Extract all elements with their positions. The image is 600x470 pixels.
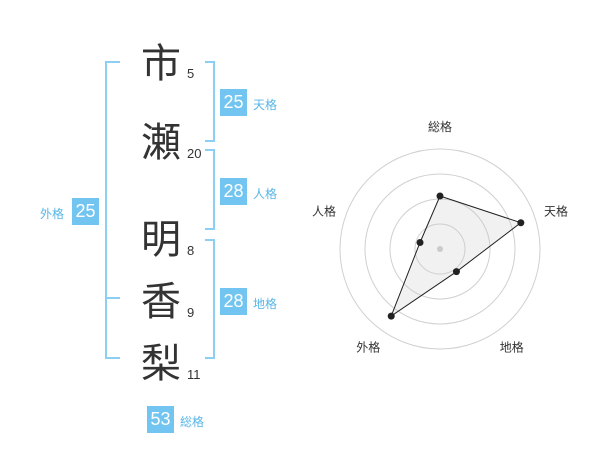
chikaku-value: 28 xyxy=(220,288,247,315)
radar-axis-label: 天格 xyxy=(544,203,568,218)
stroke-count: 9 xyxy=(187,305,195,320)
radar-axis-label: 地格 xyxy=(500,340,524,355)
name-char: 梨 xyxy=(141,341,181,387)
jinkaku-label: 人格 xyxy=(253,187,278,201)
jinkaku-bracket xyxy=(205,149,215,230)
radar-point xyxy=(387,312,395,320)
stroke-count: 5 xyxy=(187,66,195,81)
gaikaku-value: 25 xyxy=(72,198,99,225)
radar-axis-label: 外格 xyxy=(356,340,380,355)
radar-axis-label: 総格 xyxy=(428,119,452,134)
radar-point xyxy=(517,219,525,227)
chikaku-bracket xyxy=(205,239,215,359)
radar-point xyxy=(452,268,460,276)
radar-point xyxy=(416,239,424,247)
stroke-count: 8 xyxy=(187,243,195,258)
jinkaku-value: 28 xyxy=(220,178,247,205)
stroke-count: 11 xyxy=(187,367,201,382)
gaikaku-label: 外格 xyxy=(40,207,65,221)
tenkaku-value: 25 xyxy=(220,89,247,116)
radar-center-dot xyxy=(437,246,443,252)
radar-ring xyxy=(364,173,516,325)
chikaku-label: 地格 xyxy=(253,297,278,311)
name-char: 香 xyxy=(141,279,181,325)
soukaku-value: 53 xyxy=(147,406,174,433)
tenkaku-bracket xyxy=(205,61,215,142)
name-char: 瀬 xyxy=(141,120,181,166)
radar-ring xyxy=(339,148,541,350)
radar-ring xyxy=(414,223,466,275)
name-char: 市 xyxy=(141,41,181,87)
radar-axis-label: 人格 xyxy=(312,203,336,218)
gaikaku-bracket xyxy=(105,61,120,359)
radar-point xyxy=(436,192,444,200)
radar-polygon xyxy=(390,195,522,318)
soukaku-label: 総格 xyxy=(180,415,205,429)
stroke-count: 20 xyxy=(187,146,202,161)
name-char: 明 xyxy=(141,217,181,263)
tenkaku-label: 天格 xyxy=(253,98,278,112)
